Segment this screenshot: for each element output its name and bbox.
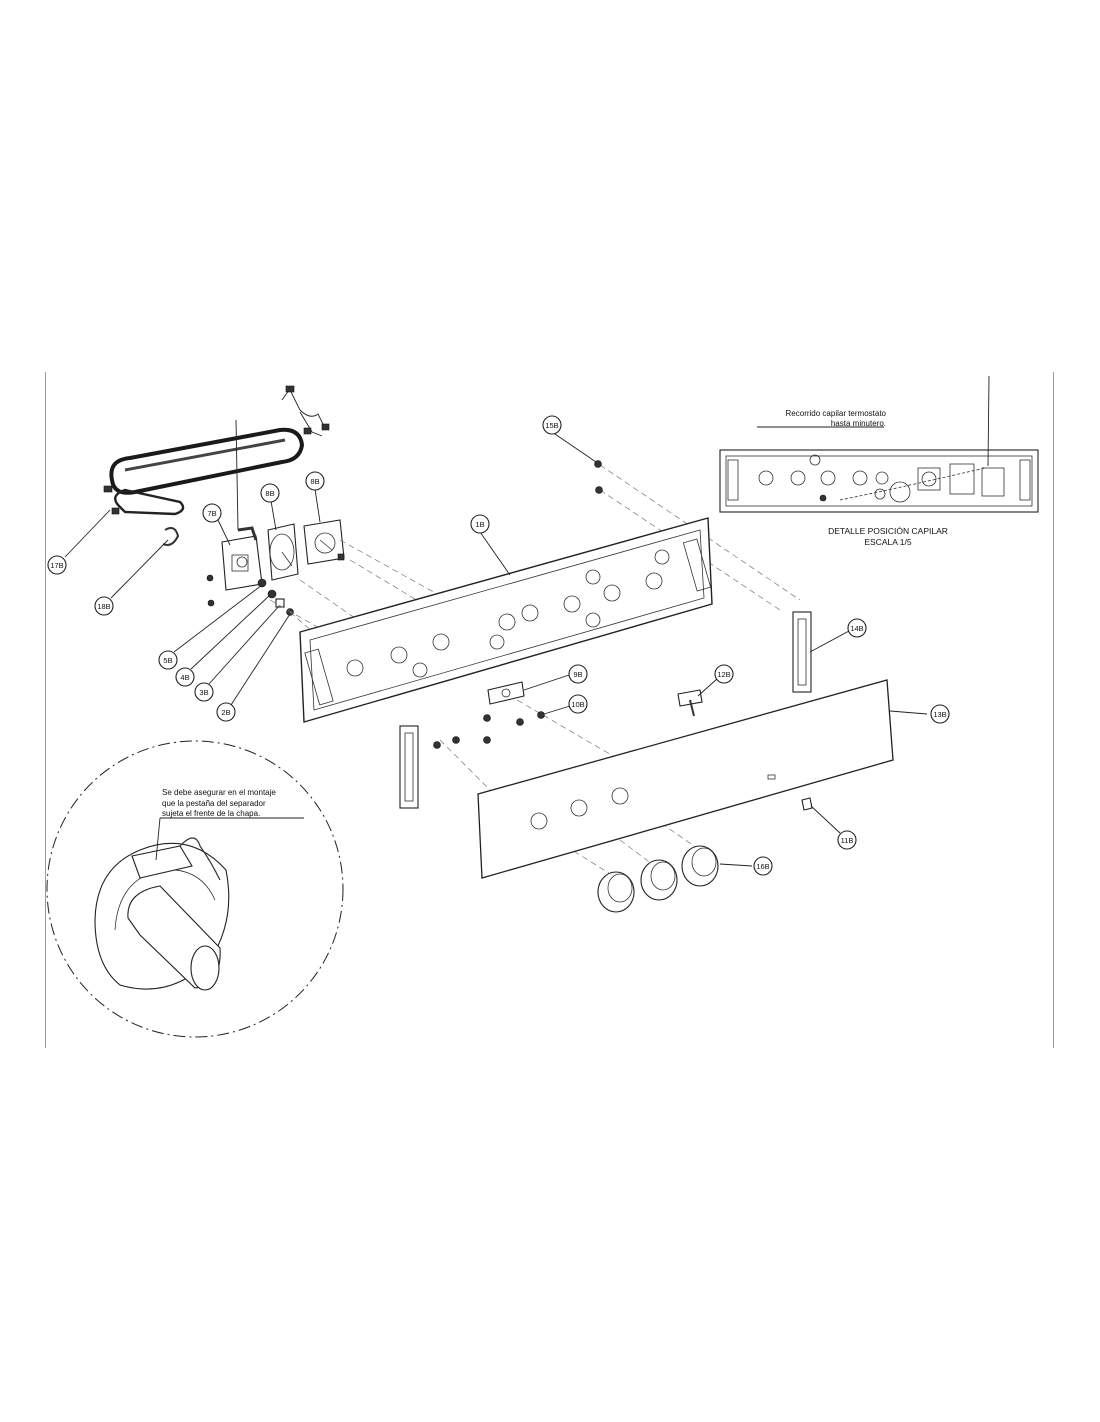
svg-text:7B: 7B [207,509,216,518]
zoom-note-line3: sujeta el frente de la chapa. [162,809,260,818]
svg-text:4B: 4B [180,673,189,682]
callout-15b: 15B [542,415,562,435]
detail-title-line2: ESCALA 1/5 [864,537,912,547]
callout-12b: 12B [714,664,734,684]
svg-text:14B: 14B [850,624,863,633]
capillary-detail-view [719,375,1039,513]
thermostat-component [221,526,263,591]
control-panel-frame [299,517,713,723]
svg-text:13B: 13B [933,710,946,719]
callout-4b: 4B [175,667,195,687]
svg-text:18B: 18B [97,602,110,611]
svg-text:8B: 8B [310,477,319,486]
capillary-note-line2: hasta minutero. [831,419,886,428]
zoom-detail-circle [46,740,344,1038]
knobs-16b [597,845,719,913]
callout-18b: 18B [94,596,114,616]
screw-15b-top [594,460,602,468]
svg-text:3B: 3B [199,688,208,697]
capillary-note-line1: Recorrido capilar termostato [786,409,887,418]
bracket-9b [487,681,525,705]
svg-text:9B: 9B [573,670,582,679]
callout-9b: 9B [568,664,588,684]
callout-17b: 17B [47,555,67,575]
callout-11b: 11B [837,830,857,850]
zoom-note-line1: Se debe asegurar en el montaje [162,788,276,797]
svg-text:10B: 10B [571,700,584,709]
svg-text:5B: 5B [163,656,172,665]
screws-10b-group [433,711,545,749]
svg-text:16B: 16B [756,862,769,871]
wiring-harness [103,385,330,516]
callout-7b: 7B [202,503,222,523]
svg-text:17B: 17B [50,561,63,570]
callout-8b: 8B [305,471,325,491]
side-bracket-left [399,725,419,809]
svg-text:12B: 12B [717,670,730,679]
callout-13b: 13B [930,704,950,724]
callout-5b: 5B [158,650,178,670]
callout-bubbles: 1B 15B 7B 8B 8B 17B 18B 5B 4B 3B 2B 9B 1… [47,415,950,876]
side-bracket-14b [792,611,812,693]
clip-11b [801,797,813,811]
svg-text:15B: 15B [545,421,558,430]
svg-text:1B: 1B [475,520,484,529]
callout-2b: 2B [216,702,236,722]
callout-16b: 16B [753,856,773,876]
callout-14b: 14B [847,618,867,638]
callout-6b: 8B [260,483,280,503]
svg-text:8B: 8B [265,489,274,498]
leader-lines [64,431,928,867]
glass-front-panel [477,679,894,879]
detail-title-line1: DETALLE POSICIÓN CAPILAR [828,526,948,536]
callout-1b: 1B [470,514,490,534]
selector-switch-component [303,519,345,565]
screw-15b-bottom [595,486,603,494]
right-frame-line [1053,372,1054,1048]
cable-clip [162,527,180,546]
callout-3b: 3B [194,682,214,702]
zoom-note-line2: que la pestaña del separador [162,799,266,808]
timer-component [267,523,299,581]
callout-10b: 10B [568,694,588,714]
left-frame-line [45,372,46,1048]
bracket-12b [677,689,703,717]
svg-text:11B: 11B [841,836,854,845]
capillary-wire [235,419,239,531]
svg-text:2B: 2B [221,708,230,717]
